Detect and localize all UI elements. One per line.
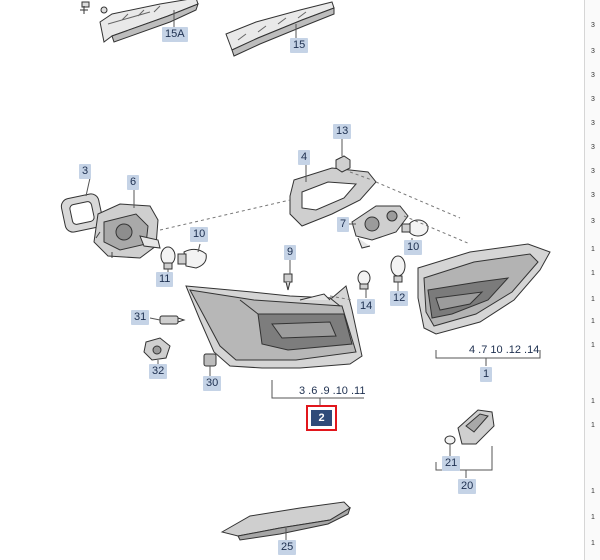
trim-strip-15 — [225, 1, 335, 57]
parts-list-ref: 3 — [591, 22, 595, 29]
callout-25[interactable]: 25 — [278, 540, 297, 555]
callout-32[interactable]: 32 — [149, 364, 168, 379]
lamp-holder-part-7 — [351, 205, 409, 249]
bulb-holder-part-6 — [93, 203, 161, 259]
callout-3[interactable]: 3 — [79, 164, 92, 179]
parts-list-ref: 1 — [591, 514, 595, 521]
bulb-part-14 — [357, 270, 371, 290]
callout-21[interactable]: 21 — [442, 456, 461, 471]
parts-list-ref: 3 — [591, 168, 595, 175]
parts-diagram — [60, 0, 551, 541]
callout-6[interactable]: 6 — [127, 175, 140, 190]
callout-7[interactable]: 7 — [337, 217, 350, 232]
callout-1[interactable]: 1 — [480, 367, 493, 382]
parts-list-ref: 3 — [591, 120, 595, 127]
parts-list-ref: 3 — [591, 48, 595, 55]
tail-lamp-inner-part-1 — [417, 243, 551, 335]
license-lamp-part-20 — [457, 409, 495, 445]
callout-4[interactable]: 4 — [298, 150, 311, 165]
parts-list-ref: 1 — [591, 398, 595, 405]
parts-list-ref: 1 — [591, 270, 595, 277]
grommet-part-31 — [159, 315, 186, 325]
callout-31[interactable]: 31 — [131, 310, 150, 325]
parts-list-ref: 1 — [591, 246, 595, 253]
bracket-group-1 — [435, 350, 541, 366]
callout-2-label: 2 — [311, 410, 332, 426]
bulb-part-11 — [160, 246, 176, 270]
callout-2-selected[interactable]: 2 — [306, 405, 337, 431]
parts-list-ref: 1 — [591, 488, 595, 495]
callout-10-left[interactable]: 10 — [190, 227, 209, 242]
parts-list-ref: 1 — [591, 422, 595, 429]
callout-14[interactable]: 14 — [357, 299, 376, 314]
parts-list-ref: 3 — [591, 72, 595, 79]
screw-part-9 — [283, 273, 293, 291]
parts-list-ref: 3 — [591, 192, 595, 199]
callout-11[interactable]: 11 — [156, 272, 174, 287]
callout-10-right[interactable]: 10 — [404, 240, 423, 255]
reflector-part-25 — [220, 501, 351, 541]
socket-part-32 — [143, 337, 171, 361]
callout-15[interactable]: 15 — [290, 38, 309, 53]
bracket-part-4 — [289, 167, 377, 227]
parts-list-edge: 3 3 3 3 3 3 3 3 3 1 1 1 1 1 1 1 1 1 1 — [584, 0, 600, 560]
tail-lamp-outer-part-2 — [185, 285, 363, 369]
callout-20[interactable]: 20 — [458, 479, 477, 494]
bulb-part-10-right — [401, 219, 429, 237]
small-clips-top — [80, 1, 108, 14]
parts-list-ref: 3 — [591, 144, 595, 151]
parts-list-ref: 1 — [591, 318, 595, 325]
callout-12[interactable]: 12 — [390, 291, 409, 306]
parts-list-ref: 3 — [591, 218, 595, 225]
bulb-part-12 — [390, 255, 406, 283]
parts-list-ref: 1 — [591, 296, 595, 303]
parts-list-ref: 1 — [591, 342, 595, 349]
callout-group-1[interactable]: 4 .7 10 .12 .14 — [469, 344, 540, 356]
callout-13[interactable]: 13 — [333, 124, 352, 139]
gasket-part-3 — [60, 193, 104, 233]
bracket-group-2 — [271, 380, 364, 405]
bulb-part-21 — [444, 435, 456, 445]
callout-9[interactable]: 9 — [284, 245, 297, 260]
callout-15a[interactable]: 15A — [162, 27, 188, 42]
nut-part-13 — [335, 155, 351, 173]
bulb-part-10-left — [177, 248, 207, 269]
clip-part-30 — [203, 353, 217, 367]
assembly-guide-lines — [159, 171, 471, 301]
bracket-group-20 — [435, 444, 493, 478]
callout-30[interactable]: 30 — [203, 376, 222, 391]
callout-group-2[interactable]: 3 .6 .9 .10 .11 — [299, 385, 366, 397]
parts-list-ref: 1 — [591, 540, 595, 547]
parts-list-ref: 3 — [591, 96, 595, 103]
